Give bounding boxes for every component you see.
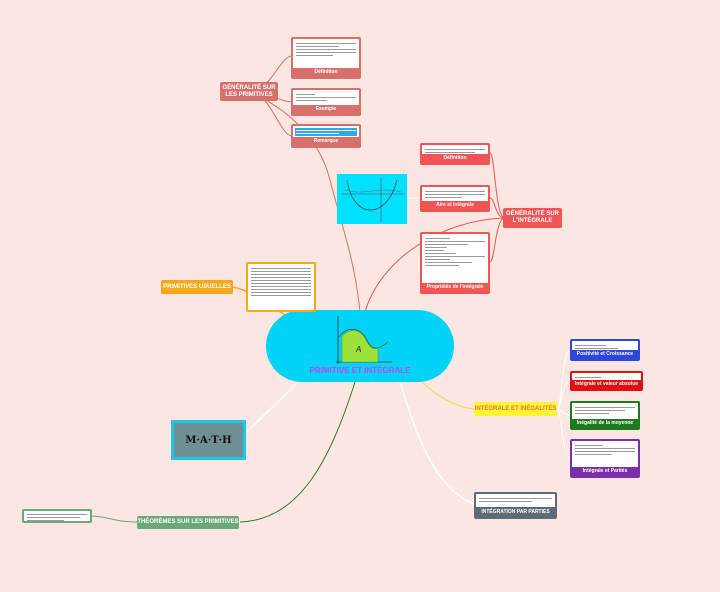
math-image: M·A·T·H: [171, 420, 246, 460]
curve-graph-icon: [341, 178, 405, 222]
card-caption: Aire et intégrale: [422, 201, 488, 210]
branch-theoremes-primitives[interactable]: THÉORÈMES SUR LES PRIMITIVES: [137, 516, 239, 529]
branch-primitives-usuelles[interactable]: PRIMITIVES USUELLES: [161, 280, 233, 294]
card-theoremes-text[interactable]: [22, 509, 92, 523]
card-positivite-croissance[interactable]: Positivité et Croissance: [570, 339, 640, 361]
card-caption: Remarque: [293, 137, 359, 146]
card-text-lines: [295, 128, 357, 136]
card-caption: Propriétés de l'intégrale: [422, 283, 488, 292]
card-primitive-remarque[interactable]: Remarque: [291, 124, 361, 148]
curve-graph-image: [337, 174, 407, 224]
card-integrale-definition[interactable]: Définition: [420, 143, 490, 165]
card-integrale-parites[interactable]: Intégrale et Parités: [570, 439, 640, 478]
branch-label: INTÉGRALE ET INÉGALITÉS: [474, 405, 557, 412]
card-caption: Intégrale et valeur absolue: [572, 380, 641, 389]
card-text-lines: [478, 496, 553, 507]
primitives-table: [250, 266, 312, 308]
card-caption: INTÉGRATION PAR PARTIES: [476, 507, 555, 517]
branch-label: THÉORÈMES SUR LES PRIMITIVES: [137, 519, 239, 525]
math-chalkboard: M·A·T·H: [174, 423, 243, 457]
card-aire-integrale[interactable]: Aire et intégrale: [420, 185, 490, 212]
card-text-lines: [574, 443, 636, 466]
card-primitive-exemple[interactable]: Exemple: [291, 88, 361, 116]
card-caption: Définition: [422, 154, 488, 163]
card-table-primitives[interactable]: [246, 262, 316, 312]
branch-generalite-primitives[interactable]: GÉNÉRALITÉ SUR LES PRIMITIVES: [220, 82, 278, 101]
card-text-lines: [574, 405, 636, 418]
card-text-lines: [424, 147, 486, 153]
card-caption: Positivité et Croissance: [572, 350, 638, 359]
card-caption: Exemple: [293, 105, 359, 114]
card-text-lines: [295, 41, 357, 67]
card-text-lines: [574, 343, 636, 349]
card-text-lines: [295, 92, 357, 104]
card-integrale-valeur-absolue[interactable]: Intégrale et valeur absolue: [570, 371, 643, 391]
central-title: PRIMITIVE ET INTÉGRALE: [309, 366, 411, 375]
card-caption: Inégalité de la moyenne: [572, 419, 638, 428]
area-graph-icon: A: [336, 316, 392, 364]
central-node[interactable]: A PRIMITIVE ET INTÉGRALE: [266, 310, 454, 382]
branch-label: GÉNÉRALITÉ SUR L'INTÉGRALE: [505, 211, 559, 224]
branch-label: PRIMITIVES USUELLES: [163, 283, 231, 290]
card-text-lines: [574, 375, 639, 379]
card-text-lines: [424, 236, 486, 282]
branch-integrale-inegalites[interactable]: INTÉGRALE ET INÉGALITÉS: [474, 402, 557, 416]
card-caption: Définition: [293, 68, 359, 77]
card-primitive-definition[interactable]: Définition: [291, 37, 361, 79]
branch-label: GÉNÉRALITÉ SUR LES PRIMITIVES: [222, 84, 276, 98]
card-text-lines: [26, 512, 88, 521]
card-text-lines: [424, 189, 486, 200]
branch-generalite-integrale[interactable]: GÉNÉRALITÉ SUR L'INTÉGRALE: [503, 208, 562, 228]
card-proprietes-integrale[interactable]: Propriétés de l'intégrale: [420, 232, 490, 294]
card-inegalite-moyenne[interactable]: Inégalité de la moyenne: [570, 401, 640, 430]
area-label: A: [355, 345, 361, 354]
card-caption: Intégrale et Parités: [572, 467, 638, 476]
branch-integration-parties[interactable]: INTÉGRATION PAR PARTIES: [474, 492, 557, 519]
